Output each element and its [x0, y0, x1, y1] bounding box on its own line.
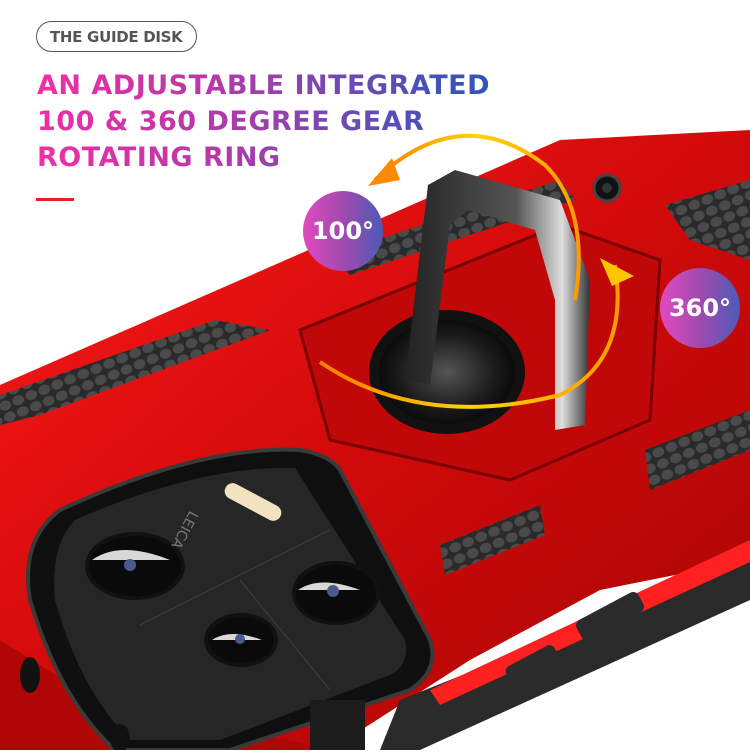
tilt-angle-label: 100° [311, 217, 375, 245]
accent-divider [36, 198, 74, 201]
headline-line-3: ROTATING RING [37, 142, 281, 173]
headline: AN ADJUSTABLE INTEGRATED 100 & 360 DEGRE… [37, 68, 490, 176]
guide-disk-tag: THE GUIDE DISK [36, 21, 197, 52]
headline-line-2: 100 & 360 DEGREE GEAR [37, 106, 425, 137]
headline-line-1: AN ADJUSTABLE INTEGRATED [37, 70, 490, 101]
rotation-angle-label: 360° [668, 294, 732, 322]
guide-disk-tag-label: THE GUIDE DISK [50, 27, 183, 46]
tilt-angle-badge: 100° [303, 191, 383, 271]
rotation-angle-badge: 360° [660, 268, 740, 348]
